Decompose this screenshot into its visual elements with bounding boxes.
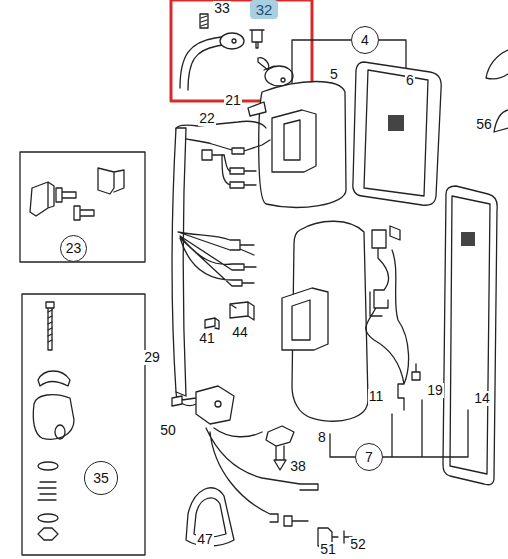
mirror-head-5: [259, 82, 346, 208]
group-box: [20, 152, 145, 262]
mirror-glass-14: [443, 186, 497, 485]
arm-29: [172, 128, 196, 406]
mirror-8: [282, 221, 368, 421]
callout-circle: 7: [355, 443, 383, 471]
callout-number: 44: [231, 325, 249, 340]
callout-number: 23: [66, 241, 82, 256]
callout-number: 7: [365, 450, 373, 465]
part-56: [494, 110, 508, 132]
callout-number: 5: [329, 67, 339, 82]
callout-number: 22: [198, 111, 216, 126]
callout-number: 29: [143, 350, 161, 365]
callout-number: 8: [317, 430, 327, 445]
callout-number: 51: [319, 542, 337, 557]
callout-number: 52: [349, 537, 367, 552]
callout-number: 33: [213, 1, 231, 16]
callout-number: 47: [196, 532, 214, 547]
callout-number: 14: [473, 391, 491, 406]
screw-33: [200, 14, 208, 28]
callout-number: 50: [159, 423, 177, 438]
callout-number: 4: [361, 33, 369, 48]
bracket-32: [180, 30, 293, 90]
callout-number: 56: [475, 117, 493, 132]
wire-22: [176, 121, 266, 130]
callout-badge: 32: [250, 0, 278, 19]
callout-number: 38: [289, 459, 307, 474]
callout-circle: 4: [351, 26, 379, 54]
part-56: [486, 50, 508, 79]
mirror-glass-6: [353, 62, 441, 205]
callout-circle: 23: [60, 235, 87, 262]
callout-number: 11: [368, 389, 385, 404]
callout-number: 41: [198, 331, 216, 346]
group-box: [22, 294, 145, 555]
callout-number: 32: [256, 2, 273, 17]
callout-number: 21: [224, 93, 242, 108]
callout-circle: 35: [84, 461, 118, 495]
callout-number: 6: [405, 73, 415, 88]
callout-number: 19: [426, 383, 444, 398]
callout-number: 35: [93, 471, 109, 486]
